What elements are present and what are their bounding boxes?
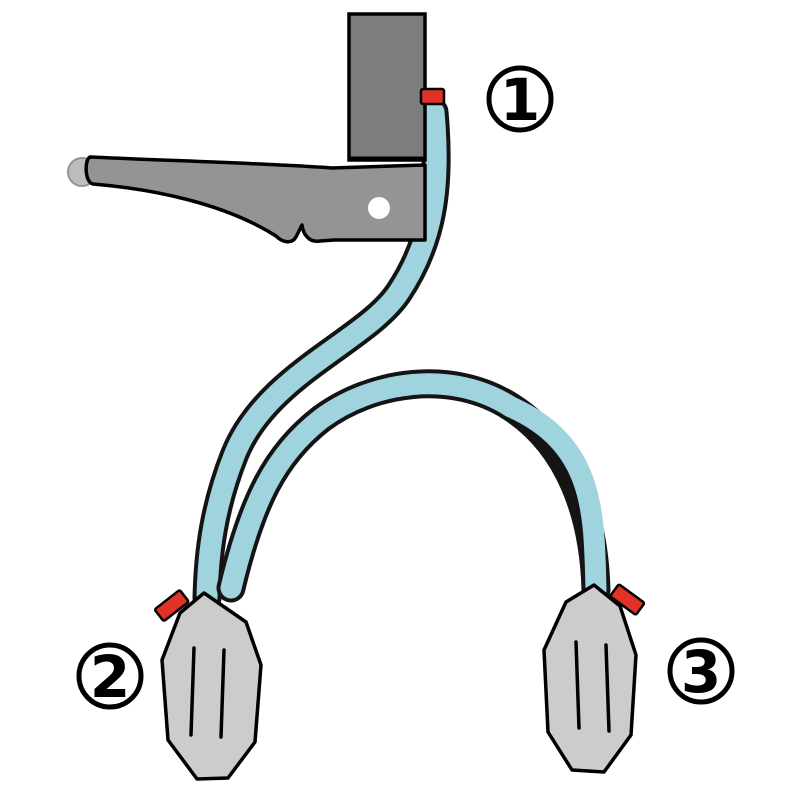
label-1-circle: [486, 65, 554, 133]
right-caliper: [542, 583, 646, 774]
label-3: 3: [667, 637, 735, 706]
left-caliper-slot-2: [219, 648, 226, 739]
label-3-circle: [667, 637, 735, 705]
right-caliper-body: [542, 583, 638, 774]
label-2: 2: [76, 642, 144, 711]
lever-pivot-hole: [368, 197, 390, 219]
right-caliper-slot-1: [574, 640, 581, 730]
hose-master-to-left-caliper: [192, 97, 451, 613]
left-caliper: [154, 589, 263, 781]
left-caliper-bleed-screw: [154, 589, 190, 622]
master-cylinder-body: [347, 12, 427, 162]
master-bleed-port: [419, 87, 446, 106]
label-2-number: 2: [90, 643, 130, 711]
master-cylinder-assembly: [67, 12, 446, 244]
right-caliper-slot-2: [604, 643, 611, 733]
left-caliper-slot-1: [189, 646, 196, 737]
label-1: 1: [486, 65, 554, 134]
brake-lever: [84, 155, 427, 244]
label-3-number: 3: [681, 638, 721, 706]
label-2-circle: [76, 642, 144, 710]
left-caliper-body: [160, 591, 263, 781]
label-1-number: 1: [500, 66, 540, 134]
right-caliper-bleed-screw: [609, 583, 646, 616]
hose-arch-to-right-caliper: [216, 369, 611, 605]
